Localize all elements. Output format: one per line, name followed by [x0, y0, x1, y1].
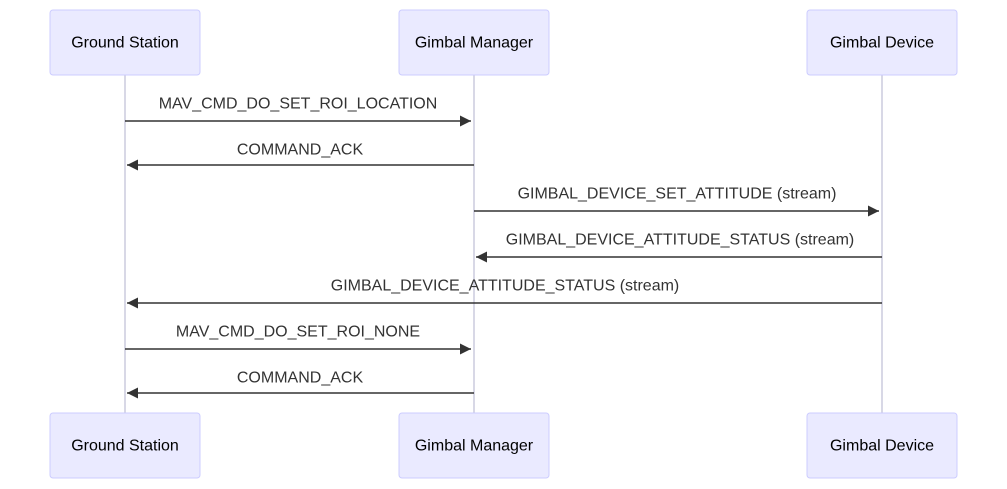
messages: MAV_CMD_DO_SET_ROI_LOCATION COMMAND_ACK …: [125, 96, 882, 399]
actor-box: [806, 412, 958, 479]
actor-label: Ground Station: [71, 35, 179, 52]
actor-bottom-ground-station: Ground Station: [49, 412, 201, 479]
message-3: GIMBAL_DEVICE_SET_ATTITUDE (stream): [474, 186, 879, 217]
message-label: COMMAND_ACK: [237, 370, 364, 387]
lifelines: [124, 75, 883, 413]
actor-label: Gimbal Device: [830, 438, 934, 455]
actor-bottom-gimbal-device: Gimbal Device: [806, 412, 958, 479]
actor-top-gimbal-device: Gimbal Device: [806, 9, 958, 76]
message-4: GIMBAL_DEVICE_ATTITUDE_STATUS (stream): [476, 232, 882, 263]
message-2: COMMAND_ACK: [127, 142, 474, 171]
actor-label: Gimbal Manager: [415, 35, 534, 52]
message-label: GIMBAL_DEVICE_SET_ATTITUDE (stream): [518, 186, 837, 203]
actor-box: [806, 9, 958, 76]
message-1: MAV_CMD_DO_SET_ROI_LOCATION: [125, 96, 471, 127]
actor-box: [49, 412, 201, 479]
message-label: COMMAND_ACK: [237, 142, 364, 159]
message-label: GIMBAL_DEVICE_ATTITUDE_STATUS (stream): [331, 278, 680, 295]
actor-top-ground-station: Ground Station: [49, 9, 201, 76]
message-5: GIMBAL_DEVICE_ATTITUDE_STATUS (stream): [127, 278, 882, 309]
message-label: GIMBAL_DEVICE_ATTITUDE_STATUS (stream): [506, 232, 855, 249]
actor-box: [49, 9, 201, 76]
message-6: MAV_CMD_DO_SET_ROI_NONE: [125, 324, 471, 355]
actor-bottom-gimbal-manager: Gimbal Manager: [398, 412, 550, 479]
message-7: COMMAND_ACK: [127, 370, 474, 399]
actor-box: [398, 9, 550, 76]
actor-label: Gimbal Manager: [415, 438, 534, 455]
actor-label: Gimbal Device: [830, 35, 934, 52]
message-label: MAV_CMD_DO_SET_ROI_LOCATION: [159, 96, 438, 113]
actor-label: Ground Station: [71, 438, 179, 455]
actor-top-gimbal-manager: Gimbal Manager: [398, 9, 550, 76]
message-label: MAV_CMD_DO_SET_ROI_NONE: [176, 324, 420, 341]
actor-box: [398, 412, 550, 479]
